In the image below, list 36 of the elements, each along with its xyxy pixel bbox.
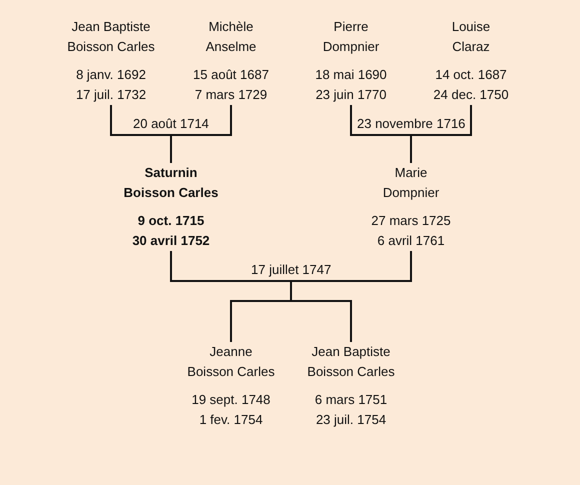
person-name: Pierre Dompnier — [322, 18, 380, 56]
person-name: Saturnin Boisson Carles — [123, 164, 219, 202]
date-text: 18 mai 1690 — [314, 66, 388, 84]
date-text: 19 sept. 1748 — [191, 391, 271, 409]
connector-line — [171, 105, 232, 136]
date-text: 27 mars 1725 — [370, 212, 452, 230]
connector-line — [291, 300, 352, 342]
connector-line — [350, 105, 411, 136]
date-text: 23 juin 1770 — [315, 86, 387, 104]
date-text: 15 août 1687 — [192, 66, 270, 84]
date-text: 24 dec. 1750 — [432, 86, 510, 104]
connector-line — [290, 281, 292, 301]
connector-line — [230, 300, 291, 342]
person-name: Louise Claraz — [451, 18, 491, 56]
date-text: 8 janv. 1692 — [76, 66, 146, 84]
connector-line — [291, 251, 412, 282]
person-name: Jean Baptiste Boisson Carles — [66, 18, 156, 56]
connector-line — [170, 251, 291, 282]
connector-line — [170, 135, 172, 163]
person-name: Michèle Anselme — [205, 18, 257, 56]
date-text: 14 oct. 1687 — [434, 66, 508, 84]
date-text: 6 mars 1751 — [314, 391, 388, 409]
date-text: 17 juil. 1732 — [75, 86, 147, 104]
person-name: Marie Dompnier — [382, 164, 440, 202]
date-text: 30 avril 1752 — [132, 232, 210, 250]
person-name: Jean Baptiste Boisson Carles — [306, 343, 396, 381]
edge-label: 17 juillet 1747 — [249, 262, 334, 278]
date-text: 6 avril 1761 — [376, 232, 446, 250]
connector-line — [110, 105, 171, 136]
date-text: 7 mars 1729 — [194, 86, 268, 104]
person-name: Jeanne Boisson Carles — [186, 343, 276, 381]
date-text: 9 oct. 1715 — [137, 212, 205, 230]
date-text: 1 fev. 1754 — [198, 411, 264, 429]
connector-line — [411, 105, 472, 136]
date-text: 23 juil. 1754 — [315, 411, 387, 429]
connector-line — [410, 135, 412, 163]
